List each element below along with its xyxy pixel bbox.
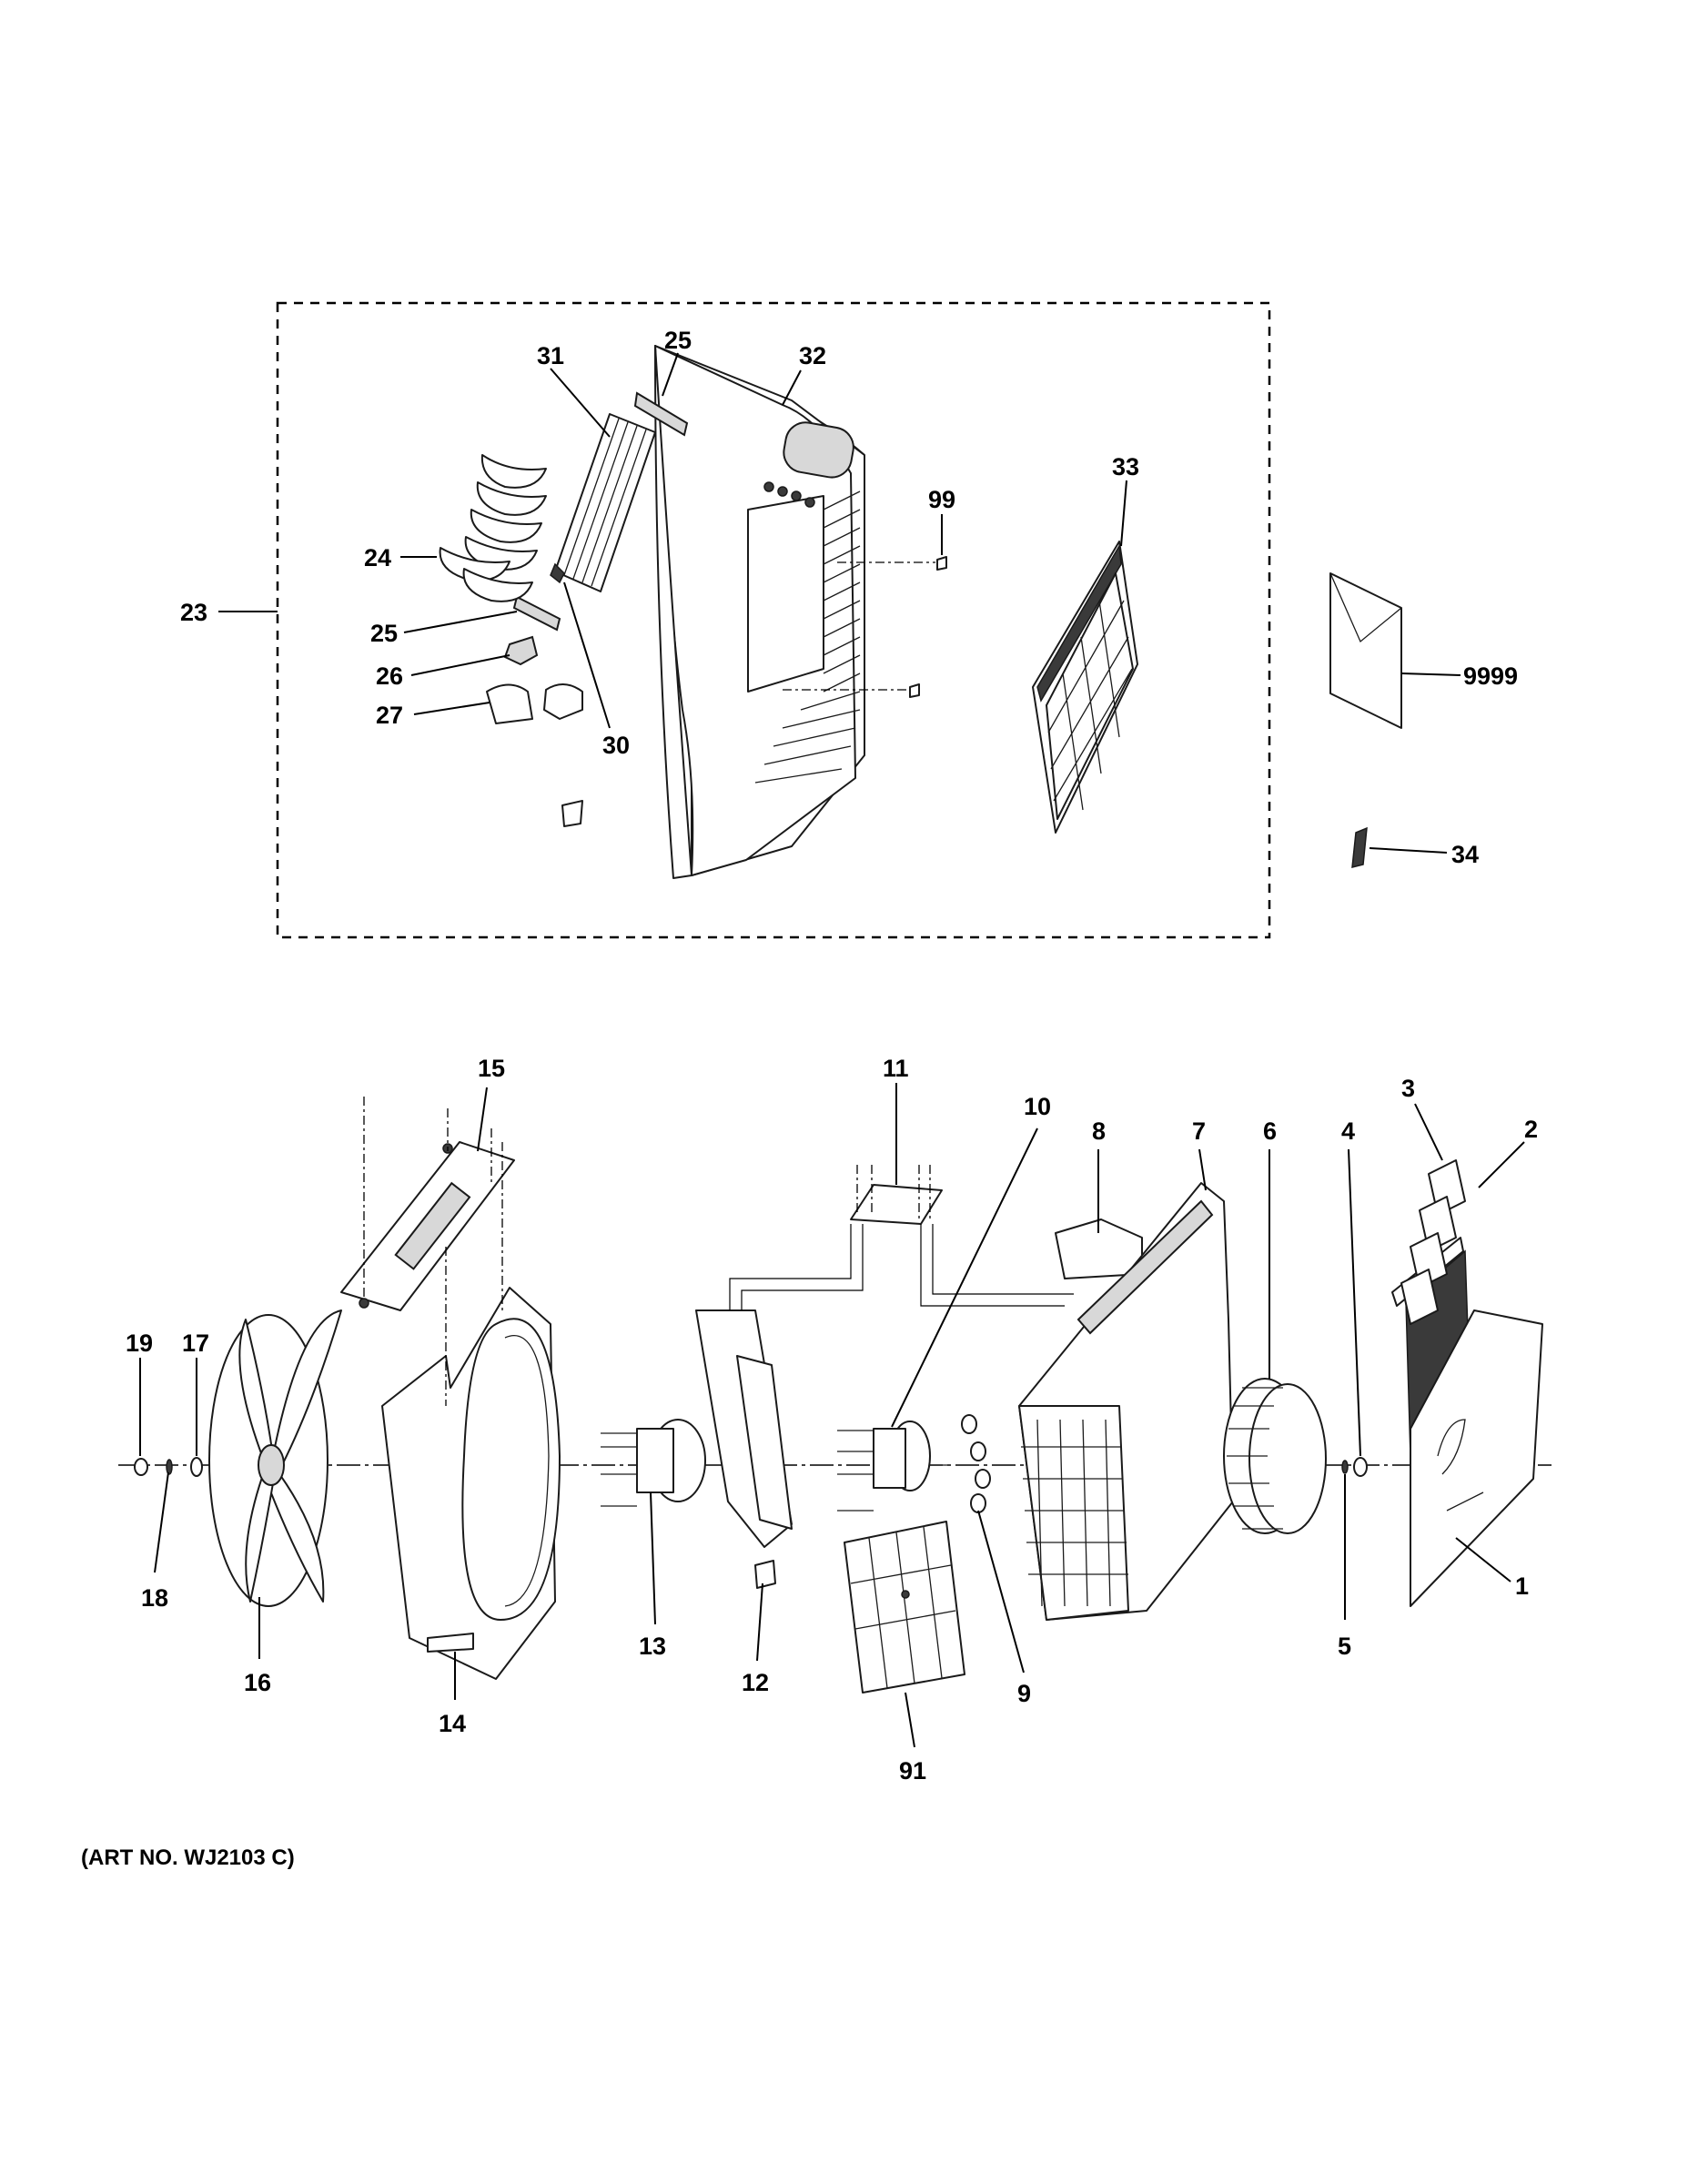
callout-30: 30 [602, 732, 630, 759]
leader-3 [1414, 1103, 1443, 1161]
part-25-link-upper [633, 391, 689, 437]
callout-6: 6 [1263, 1117, 1277, 1145]
part-12-motor-bracket [695, 1309, 793, 1589]
callout-11: 11 [883, 1055, 909, 1082]
callout-23: 23 [180, 599, 207, 626]
leader-25a [662, 352, 679, 397]
part-18-washer [166, 1459, 173, 1475]
part-1-base-plate [1410, 1309, 1543, 1607]
assembly-23-boundary [276, 301, 1271, 939]
leader-27 [413, 702, 490, 715]
callout-12: 12 [742, 1669, 769, 1696]
callout-26: 26 [376, 662, 403, 690]
callout-1: 1 [1515, 1572, 1529, 1600]
leader-13 [650, 1491, 656, 1625]
leader-15 [477, 1087, 488, 1152]
callout-32: 32 [799, 342, 826, 369]
leader-91 [905, 1692, 915, 1748]
part-19-nut [134, 1458, 148, 1476]
part-32-front-case [654, 345, 865, 879]
callout-19: 19 [126, 1330, 153, 1357]
callout-7: 7 [1192, 1117, 1206, 1145]
leader-10 [891, 1127, 1038, 1428]
leader-12 [756, 1582, 763, 1662]
part-4-washer [1353, 1457, 1368, 1477]
leader-9999 [1400, 672, 1461, 676]
callout-14: 14 [439, 1710, 466, 1737]
part-9999-literature [1329, 572, 1402, 729]
part-16-condenser-fan [208, 1309, 342, 1607]
leader-31 [550, 368, 611, 438]
callout-15: 15 [478, 1055, 505, 1082]
leader-1 [1455, 1537, 1511, 1582]
callout-16: 16 [244, 1669, 271, 1696]
part-9-grommets [961, 1414, 991, 1513]
leader-9 [977, 1510, 1025, 1673]
leader-33 [1120, 480, 1127, 547]
leader-18 [154, 1471, 169, 1573]
leader-30 [563, 581, 611, 729]
leader-2 [1478, 1141, 1525, 1188]
part-34-drain-plug [1351, 826, 1368, 868]
callout-27: 27 [376, 702, 403, 729]
screw-lower [909, 683, 920, 698]
connector-11-7 [920, 1224, 1074, 1307]
part-17-washer [190, 1457, 203, 1477]
part-91-bottom-cover [844, 1521, 965, 1694]
callout-10: 10 [1024, 1093, 1051, 1120]
part-26-crank [503, 635, 539, 666]
leader-4 [1348, 1148, 1361, 1457]
part-3-fins [1400, 1159, 1466, 1325]
callout-3: 3 [1401, 1075, 1415, 1102]
part-99-screw [936, 556, 947, 571]
callout-8: 8 [1092, 1117, 1106, 1145]
leader-34 [1369, 847, 1448, 854]
leader-32 [782, 369, 802, 406]
callout-99: 99 [928, 486, 955, 513]
callout-2: 2 [1524, 1116, 1538, 1143]
callout-4: 4 [1341, 1117, 1355, 1145]
callout-25-lower: 25 [370, 620, 398, 647]
part-24-vane-set [439, 454, 547, 602]
leader-26 [410, 654, 510, 676]
part-14-shroud [381, 1287, 561, 1680]
callout-31: 31 [537, 342, 564, 369]
part-33-air-filter [1032, 541, 1138, 834]
part-31-louver-set [550, 413, 656, 592]
part-27-step-motor [486, 683, 583, 827]
leader-25b [403, 611, 518, 633]
art-number: (ART NO. WJ2103 C) [81, 1845, 295, 1870]
callout-9: 9 [1017, 1680, 1031, 1707]
callout-17: 17 [182, 1330, 209, 1357]
part-6-blower-wheel [1223, 1378, 1327, 1534]
callout-25-upper: 25 [664, 327, 692, 354]
callout-33: 33 [1112, 453, 1139, 480]
part-25-link-lower [512, 595, 561, 632]
callout-5: 5 [1338, 1633, 1351, 1660]
callout-18: 18 [141, 1584, 168, 1612]
callout-91: 91 [899, 1757, 926, 1785]
part-10-blower-motor [837, 1421, 951, 1512]
callout-24: 24 [364, 544, 391, 571]
callout-13: 13 [639, 1633, 666, 1660]
callout-34: 34 [1451, 841, 1479, 868]
connector-12-11 [729, 1224, 864, 1310]
leader-7 [1198, 1148, 1207, 1191]
part-13-fan-motor [601, 1419, 706, 1507]
part-11-control-plate [850, 1184, 943, 1225]
part-15-control-cover [340, 1141, 515, 1311]
callout-9999: 9999 [1463, 662, 1518, 690]
part-5-clip [1341, 1460, 1349, 1474]
